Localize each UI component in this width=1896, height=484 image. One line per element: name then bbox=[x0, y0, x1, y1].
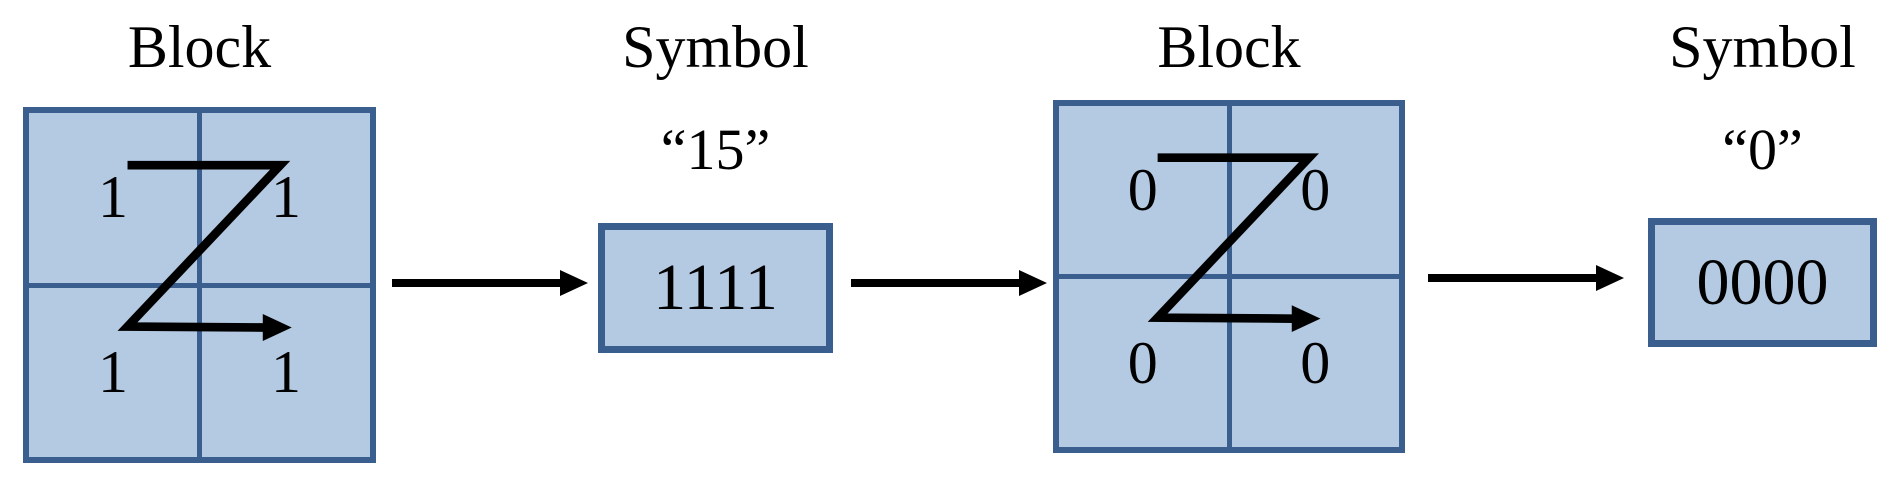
block1-grid: 1 1 1 1 bbox=[23, 107, 376, 463]
symbol2-code: 0000 bbox=[1696, 245, 1829, 319]
block1-cell-bottom-right: 1 bbox=[202, 287, 370, 457]
block1-title: Block bbox=[127, 14, 272, 80]
block2-cell-top-right: 0 bbox=[1231, 106, 1399, 274]
block2-cell-bottom-right: 0 bbox=[1231, 279, 1399, 447]
cell-value: 1 bbox=[271, 164, 301, 231]
symbol1-value-label: “15” bbox=[660, 117, 771, 182]
block1-cell-top-right: 1 bbox=[202, 113, 370, 283]
block2-cell-bottom-left: 0 bbox=[1059, 279, 1227, 447]
flow-arrow-icon bbox=[851, 270, 1047, 296]
cell-value: 0 bbox=[1127, 329, 1158, 396]
block2-cell-top-left: 0 bbox=[1059, 106, 1227, 274]
flow-arrow-icon bbox=[392, 270, 588, 296]
cell-value: 0 bbox=[1300, 329, 1331, 396]
symbol1-code-box: 1111 bbox=[598, 223, 833, 353]
cell-value: 0 bbox=[1300, 156, 1331, 223]
symbol2-value-label: “0” bbox=[1722, 117, 1803, 182]
cell-value: 1 bbox=[98, 338, 128, 405]
cell-value: 1 bbox=[271, 338, 301, 405]
block1-cell-bottom-left: 1 bbox=[29, 287, 197, 457]
cell-value: 1 bbox=[98, 164, 128, 231]
symbol2-title: Symbol bbox=[1669, 14, 1856, 80]
flow-arrow-icon bbox=[1428, 265, 1624, 291]
block2-grid: 0 0 0 0 bbox=[1053, 100, 1405, 453]
symbol2-code-box: 0000 bbox=[1648, 218, 1877, 347]
cell-value: 0 bbox=[1127, 156, 1158, 223]
block2-title: Block bbox=[1157, 14, 1301, 80]
symbol1-title: Symbol bbox=[622, 14, 809, 80]
block1-cell-top-left: 1 bbox=[29, 113, 197, 283]
symbol1-code: 1111 bbox=[653, 251, 778, 324]
